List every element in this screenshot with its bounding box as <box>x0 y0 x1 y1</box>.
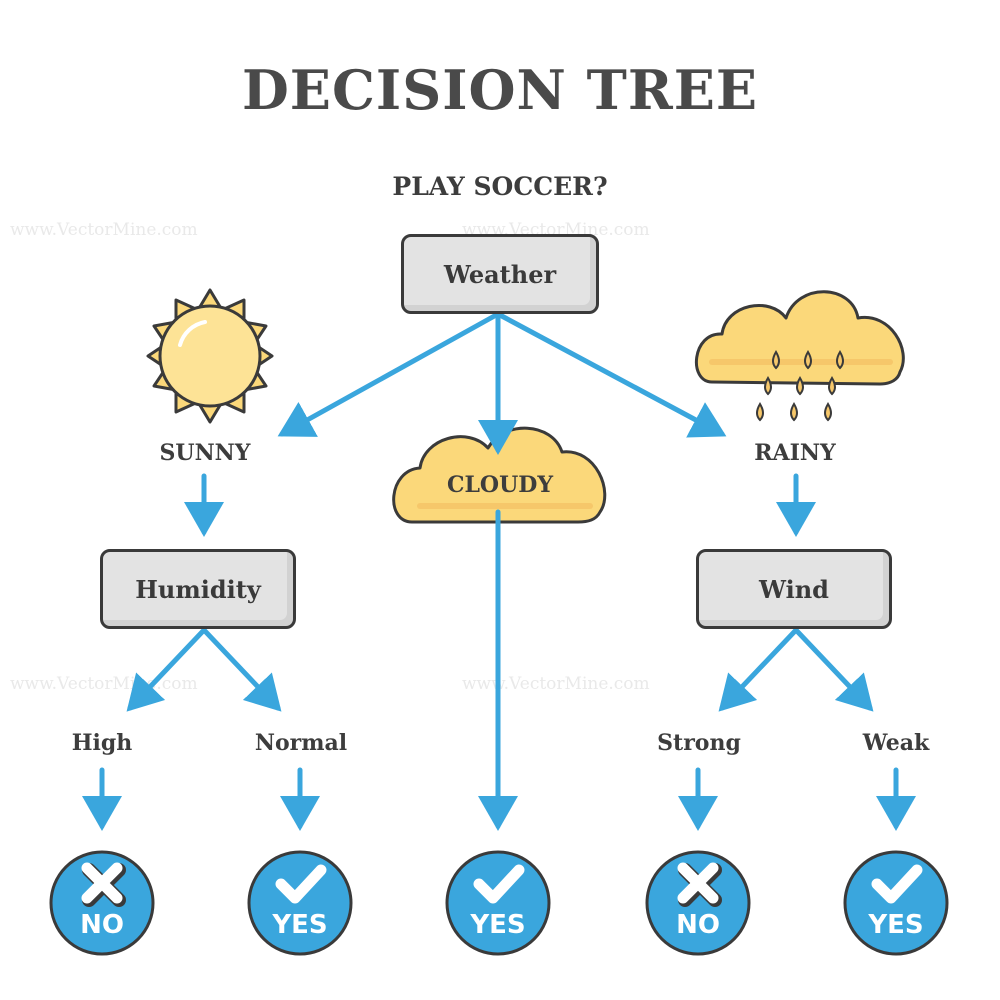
cross-icon <box>81 862 126 907</box>
question-label: PLAY SOCCER? <box>392 172 608 201</box>
result-circle-icon <box>247 850 353 956</box>
result-label: NO <box>80 910 124 940</box>
result-label: NO <box>676 910 720 940</box>
watermark-text: www.VectorMine.com <box>462 674 650 694</box>
result-circle-icon <box>49 850 155 956</box>
branch-label-normal: Normal <box>254 730 348 756</box>
branch-label-rainy: RAINY <box>754 440 836 466</box>
result-strong-no: NO <box>643 848 753 958</box>
arrow-wind-weak <box>793 627 874 712</box>
node-humidity: Humidity <box>100 549 296 629</box>
result-high-no: NO <box>47 848 157 958</box>
result-cloudy-yes: YES <box>443 848 553 958</box>
result-circle-icon <box>445 850 551 956</box>
watermark-text: www.VectorMine.com <box>10 220 198 240</box>
result-label: YES <box>868 910 924 940</box>
branch-label-strong: Strong <box>657 730 741 756</box>
result-circle-icon <box>843 850 949 956</box>
result-weak-yes: YES <box>841 848 951 958</box>
arrow-weather-sunny <box>277 311 501 437</box>
branch-label-sunny: SUNNY <box>159 440 251 466</box>
node-weather: Weather <box>401 234 599 314</box>
sun-icon <box>146 288 274 424</box>
cross-icon <box>677 862 722 907</box>
branch-label-weak: Weak <box>862 730 930 756</box>
rain-cloud-icon <box>694 290 905 422</box>
result-label: YES <box>272 910 328 940</box>
checkmark-icon <box>473 864 525 904</box>
arrow-humidity-normal <box>201 627 282 712</box>
arrows <box>82 311 916 831</box>
arrow-weather-rainy <box>495 311 727 438</box>
checkmark-icon <box>275 864 327 904</box>
branch-label-high: High <box>71 730 133 756</box>
result-circle-icon <box>645 850 751 956</box>
page-title: DECISION TREE <box>241 58 759 122</box>
arrow-humidity-high <box>126 627 207 712</box>
cloud-icon <box>392 426 607 524</box>
result-label: YES <box>470 910 526 940</box>
arrow-wind-strong <box>718 627 799 712</box>
checkmark-icon <box>871 864 923 904</box>
node-wind: Wind <box>696 549 892 629</box>
branch-label-cloudy: CLOUDY <box>446 472 554 498</box>
result-normal-yes: YES <box>245 848 355 958</box>
